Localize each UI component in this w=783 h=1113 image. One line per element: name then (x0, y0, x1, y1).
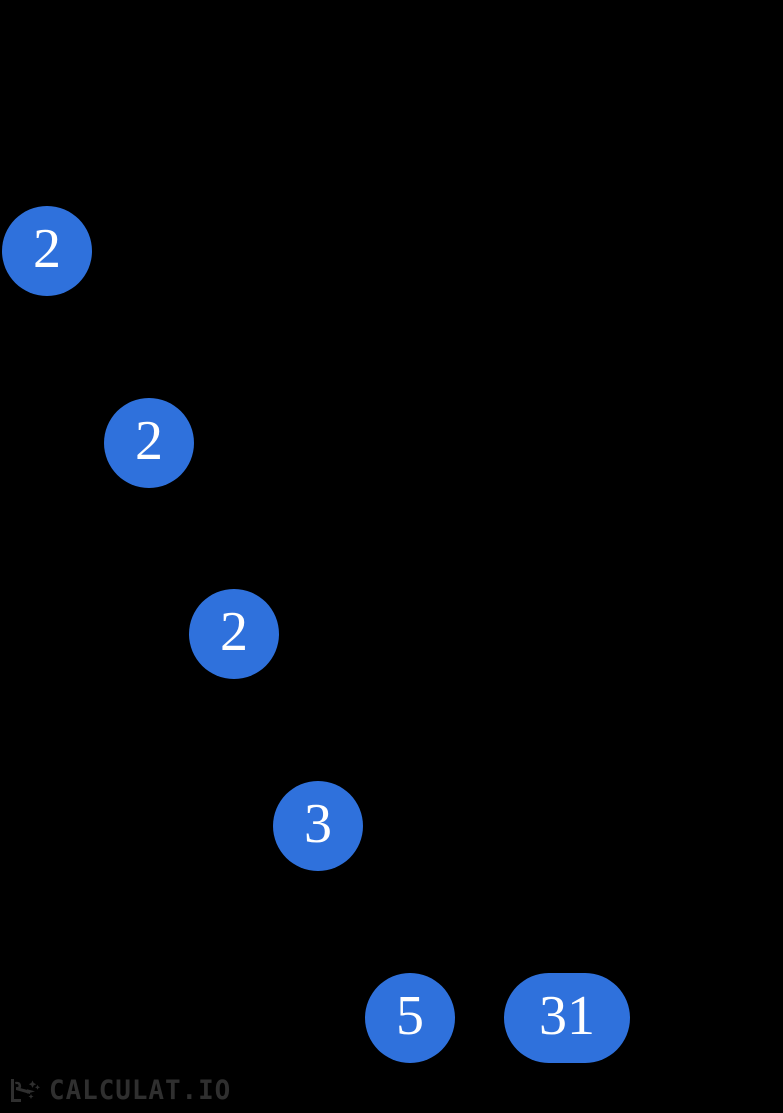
factor-node-label: 3 (304, 793, 332, 855)
calculatio-rocket-logo-icon (11, 1079, 40, 1102)
watermark: CALCULAT.IO (8, 1073, 239, 1107)
factor-node-label: 31 (539, 985, 595, 1047)
factor-node-label: 2 (135, 410, 163, 472)
factor-node-2[interactable]: 2 (104, 398, 194, 488)
watermark-brand-text: CALCULAT.IO (49, 1074, 232, 1106)
factor-node-6[interactable]: 31 (504, 973, 630, 1063)
factor-node-label: 2 (220, 601, 248, 663)
factor-node-1[interactable]: 2 (2, 206, 92, 296)
factor-node-4[interactable]: 3 (273, 781, 363, 871)
factor-node-3[interactable]: 2 (189, 589, 279, 679)
factor-node-label: 2 (33, 218, 61, 280)
factor-node-5[interactable]: 5 (365, 973, 455, 1063)
factor-node-label: 5 (396, 985, 424, 1047)
